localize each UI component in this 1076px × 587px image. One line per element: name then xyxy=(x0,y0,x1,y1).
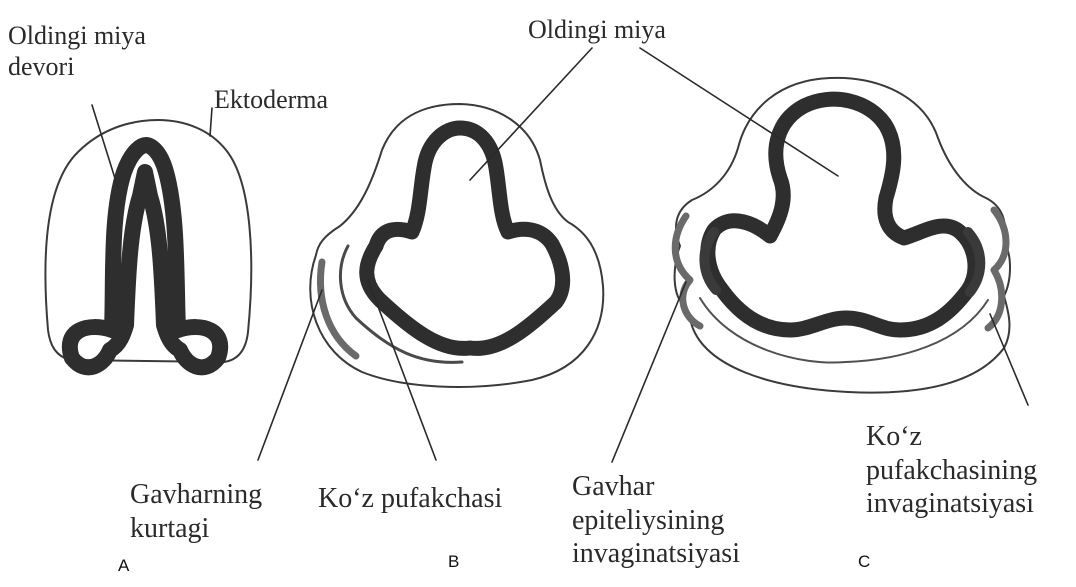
panel-label-a: A xyxy=(118,556,129,576)
label-line: epiteliysining xyxy=(572,504,740,538)
label-oldingi-miya: Oldingi miya xyxy=(528,14,666,45)
label-line: invaginatsiyasi xyxy=(572,537,740,571)
stage-c-lens-invagination-right xyxy=(988,210,1006,328)
label-line: Gavhar xyxy=(572,470,740,504)
label-line: invaginatsiyasi xyxy=(866,487,1037,521)
stage-c-drawing xyxy=(675,78,1010,393)
stage-b-forebrain-wall xyxy=(367,128,563,348)
label-line: Gavharning xyxy=(130,478,262,512)
stage-c-lens-invagination-left xyxy=(675,216,700,326)
stage-c-forebrain-wall xyxy=(708,99,975,330)
leader-gavharning-kurtagi xyxy=(258,290,322,460)
label-koz-pufakchasining-invaginatsiyasi: Ko‘z pufakchasining invaginatsiyasi xyxy=(866,420,1037,521)
label-ektoderma: Ektoderma xyxy=(214,84,328,115)
label-line: Oldingi miya xyxy=(8,20,146,51)
leader-ektoderma xyxy=(210,108,212,136)
panel-label-b: B xyxy=(448,552,459,572)
stage-a-forebrain-wall xyxy=(70,145,220,367)
label-line: devori xyxy=(8,51,146,82)
label-oldingi-miya-devori: Oldingi miya devori xyxy=(8,20,146,82)
label-gavharning-kurtagi: Gavharning kurtagi xyxy=(130,478,262,545)
label-gavhar-epiteliysining-invaginatsiyasi: Gavhar epiteliysining invaginatsiyasi xyxy=(572,470,740,571)
leader-gavhar-invaginatsiyasi xyxy=(612,282,686,462)
label-line: pufakchasining xyxy=(866,454,1037,488)
label-koz-pufakchasi: Ko‘z pufakchasi xyxy=(318,482,502,516)
stage-b-drawing xyxy=(310,104,603,387)
label-line: kurtagi xyxy=(130,512,262,546)
leader-koz-pufakchasi xyxy=(368,280,436,460)
label-line: Ko‘z xyxy=(866,420,1037,454)
leader-oldingi-miya-devori xyxy=(92,105,118,188)
leader-oldingi-miya-b xyxy=(470,48,592,180)
panel-label-c: C xyxy=(858,552,870,572)
stage-a-drawing xyxy=(45,120,251,367)
